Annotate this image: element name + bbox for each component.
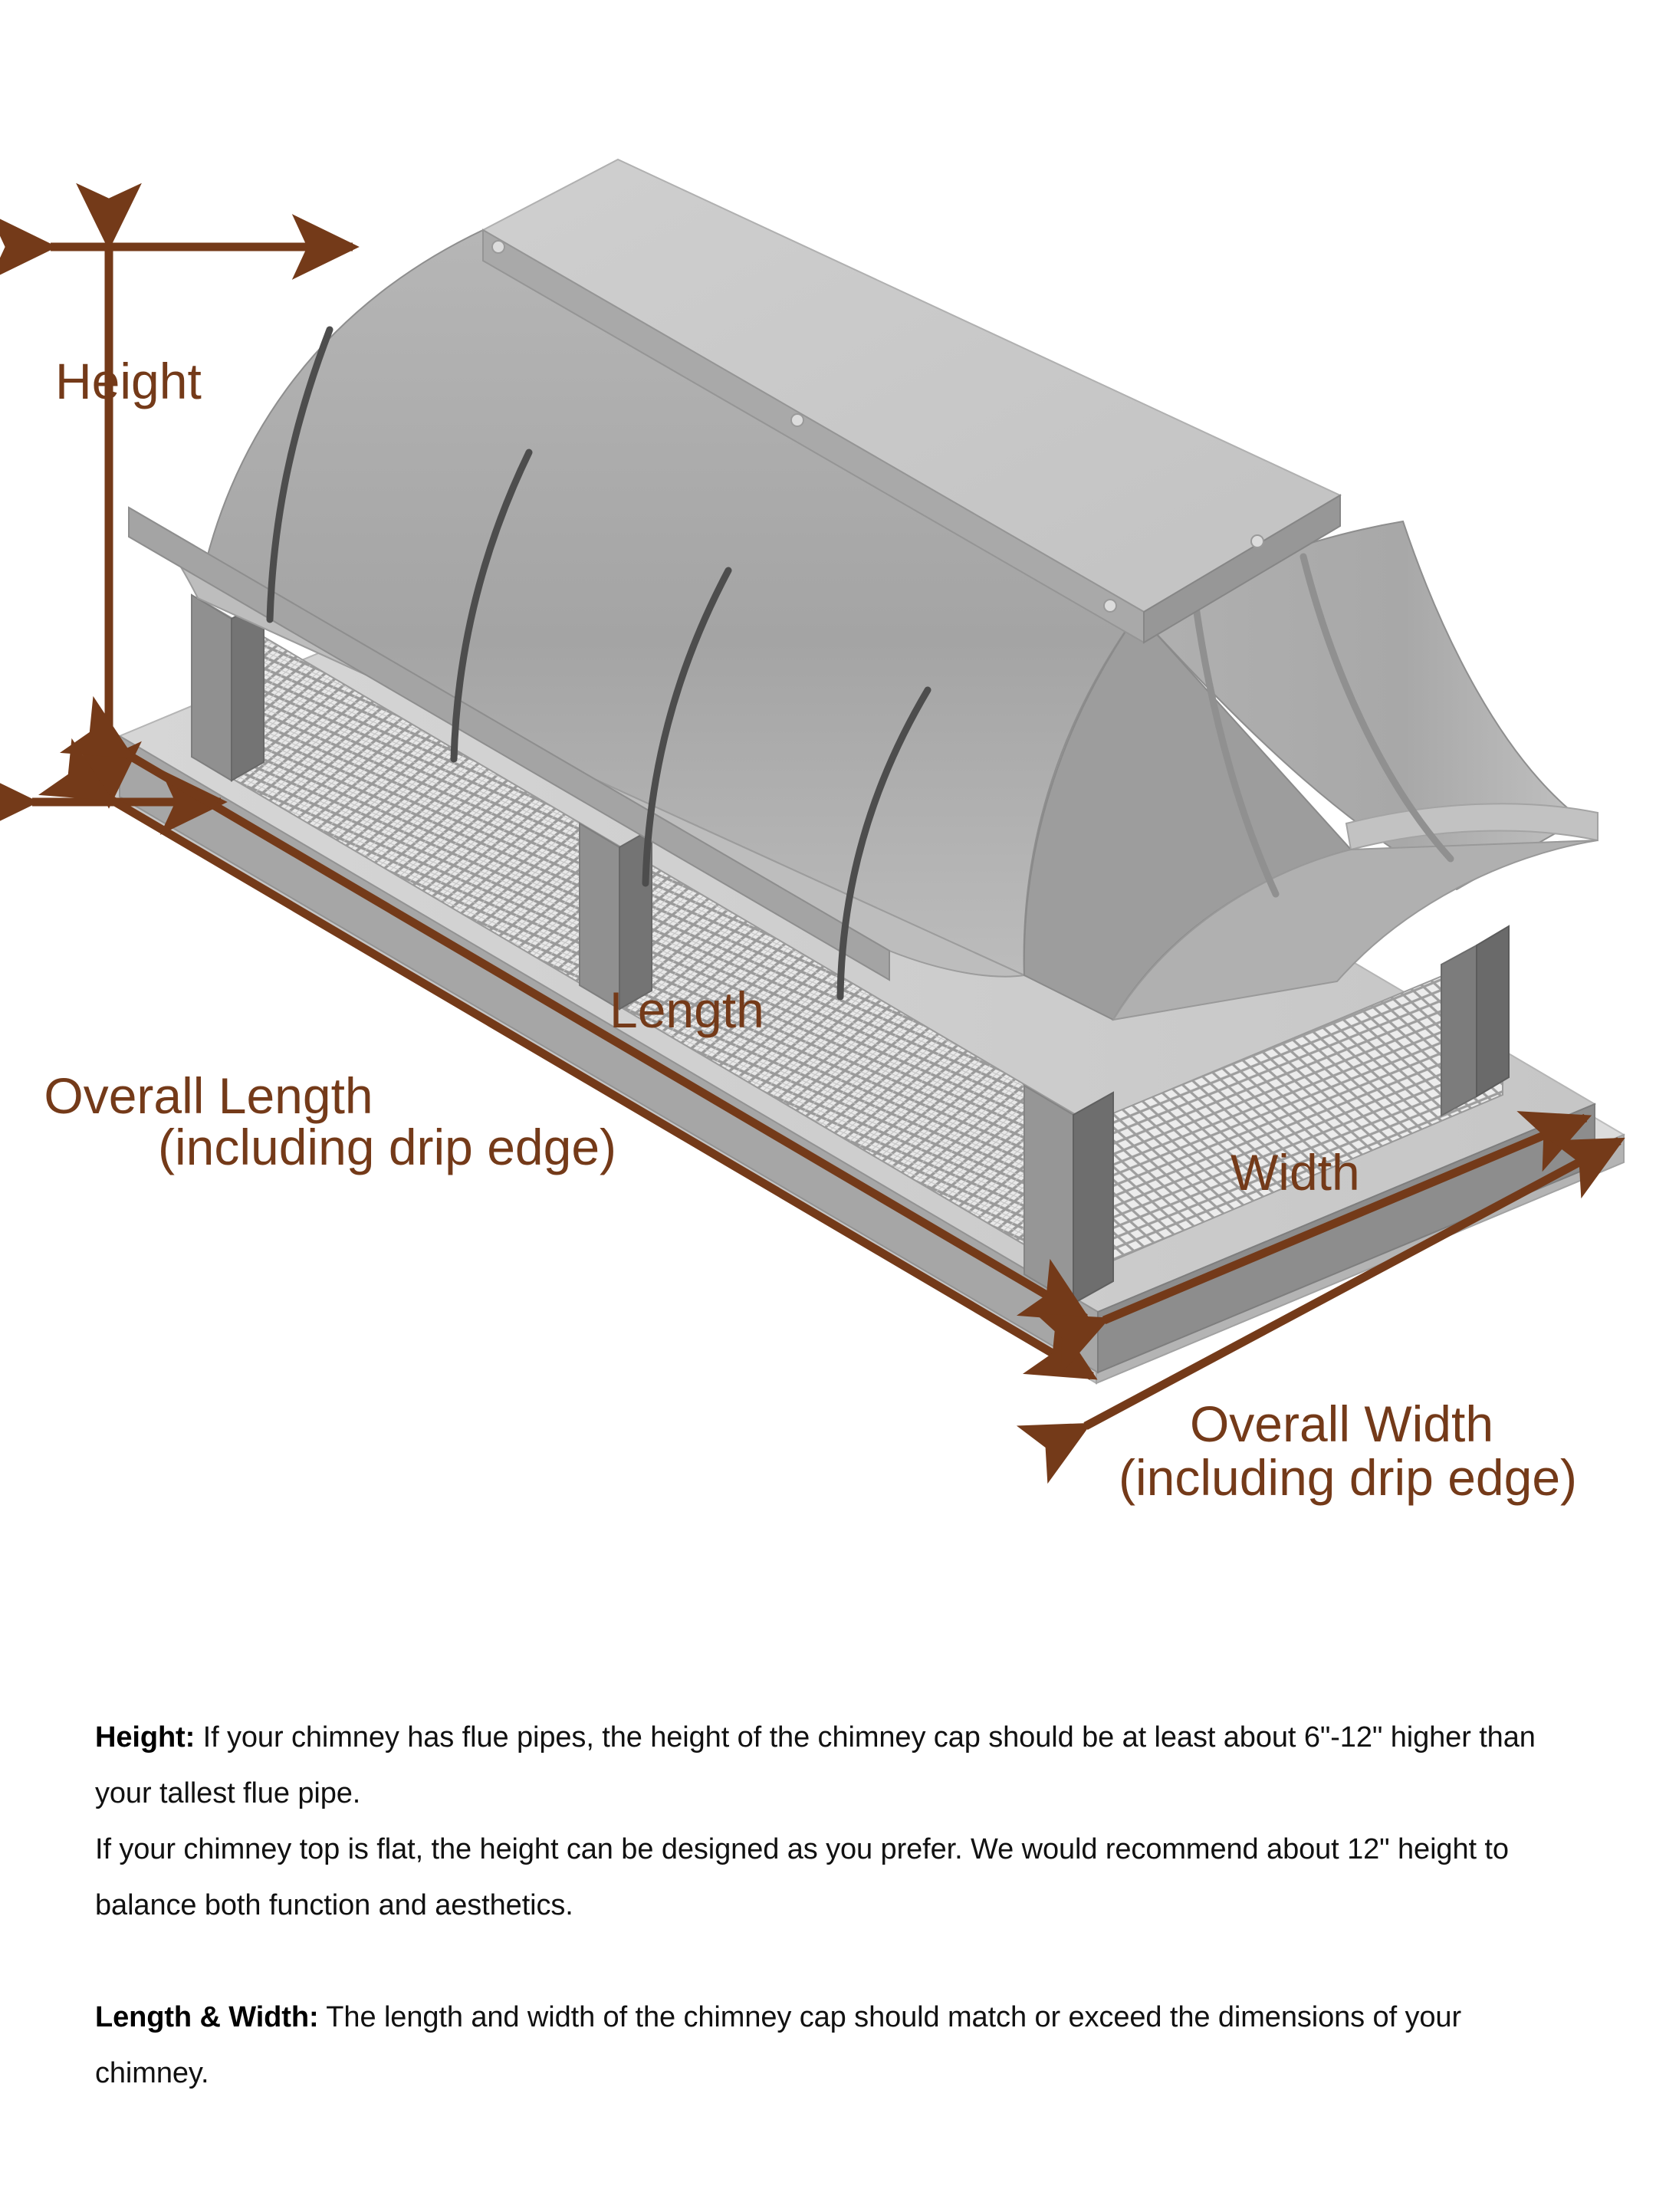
roof-rivets [491,240,1264,613]
overall-width-label-line2: (including drip edge) [1119,1449,1577,1506]
note-height-label: Height: [95,1721,196,1753]
width-label: Width [1230,1144,1360,1201]
notes-section: Height: If your chimney has flue pipes, … [0,1579,1656,2212]
post-right-mid [1441,925,1510,1117]
overall-length-dimension-arrow [38,738,1098,1380]
height-label: Height [55,353,202,409]
diagram-svg: Height Length Width Overall Length . (in… [0,158,1626,1506]
note-length-width-label: Length & Width: [95,2001,319,2033]
note-length-width: Length & Width: The length and width of … [95,1990,1567,2102]
overall-length-label-line2: (including drip edge) [158,1119,616,1175]
overall-width-label-line1: Overall Width [1190,1395,1493,1452]
roof-right-flare-body [1111,840,1598,1021]
chimney-cap-diagram: Height Length Width Overall Length . (in… [0,158,1626,1506]
overall-width-dimension-arrow [1016,1137,1625,1484]
roof-right-flare-lip [1345,803,1598,851]
dimension-annotations [0,182,1625,1484]
note-height-body1: If your chimney has flue pipes, the heig… [95,1721,1536,1809]
roof-top-plate-right-edge [1143,494,1341,644]
post-front-corner [1024,1084,1114,1305]
length-label: Length [610,981,764,1038]
note-height-body2: If your chimney top is flat, the height … [95,1833,1509,1921]
note-length-width-body: The length and width of the chimney cap … [95,2001,1462,2089]
note-height: Height: If your chimney has flue pipes, … [95,1710,1567,1934]
overall-length-label-line1: Overall Length [44,1067,373,1124]
roof-seam-lines-right [1192,553,1454,898]
